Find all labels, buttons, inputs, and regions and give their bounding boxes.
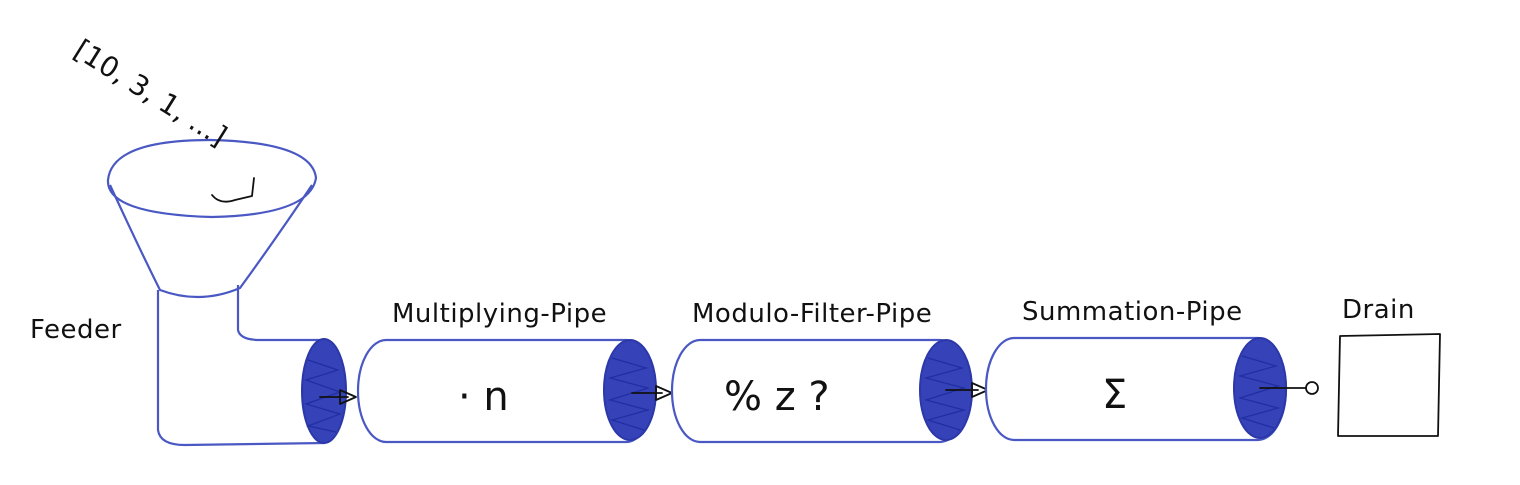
drain-label: Drain	[1342, 295, 1415, 325]
arrow-feeder-to-pipe1	[319, 389, 357, 405]
modulo-filter-pipe-operation: % z ?	[724, 374, 830, 420]
multiplying-pipe-operation: · n	[458, 374, 509, 420]
feeder	[106, 138, 347, 447]
input-list: [10, 3, 1, ...]	[68, 33, 232, 153]
feeder-funnel	[109, 184, 313, 299]
summation-pipe-operation: Σ	[1102, 372, 1127, 418]
feeder-label: Feeder	[30, 315, 122, 345]
arrow-pipe1-to-pipe2	[631, 385, 673, 401]
feeder-funnel-rim	[106, 138, 318, 219]
modulo-filter-pipe-label: Modulo-Filter-Pipe	[692, 299, 932, 329]
input-list-bracket	[211, 177, 255, 203]
arrow-pipe2-to-pipe3	[945, 382, 989, 398]
summation-pipe-label: Summation-Pipe	[1022, 297, 1243, 327]
drain	[1337, 333, 1441, 437]
arrow-pipe3-to-drain	[1259, 381, 1319, 395]
feeder-elbow-pipe	[156, 285, 326, 447]
feeder-outlet-cap	[301, 338, 347, 444]
multiplying-pipe-cap	[603, 339, 657, 441]
multiplying-pipe-label: Multiplying-Pipe	[392, 299, 607, 329]
summation-pipe	[984, 336, 1288, 442]
